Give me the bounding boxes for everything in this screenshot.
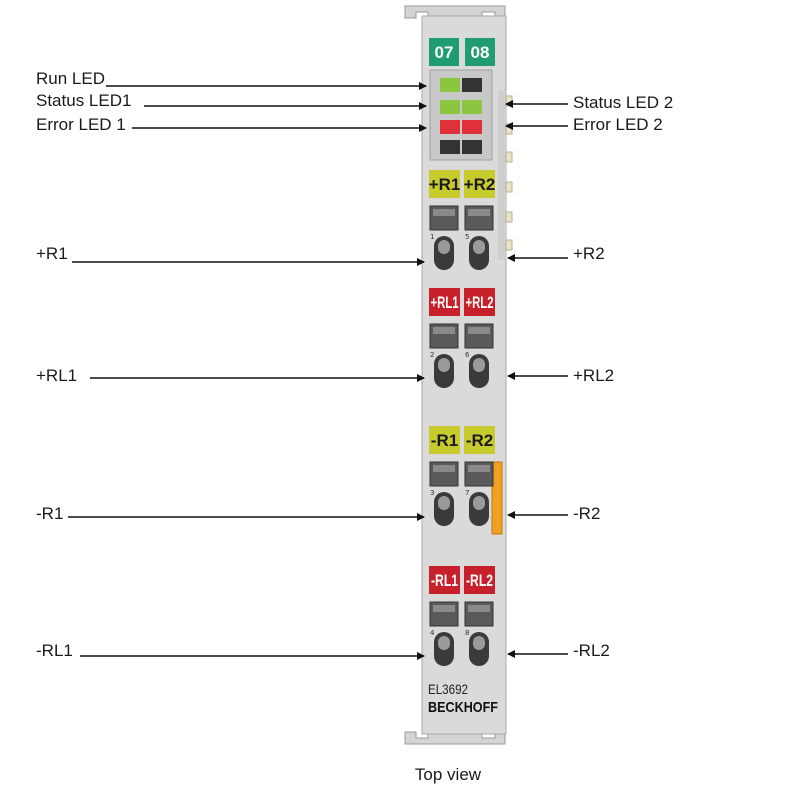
led-status-2 xyxy=(462,100,482,114)
led-run xyxy=(440,78,482,92)
channel-tag-08-text: 08 xyxy=(471,43,490,62)
model-text: EL3692 xyxy=(428,681,468,697)
contact-number: 4 xyxy=(430,629,435,637)
chip-minus-rl1-text: -RL1 xyxy=(431,571,458,590)
chip-plus-rl2-text: +RL2 xyxy=(466,293,494,312)
label-error-led1: Error LED 1 xyxy=(36,115,126,134)
chip-plus-r2-text: +R2 xyxy=(464,175,496,194)
label-minus-r1: -R1 xyxy=(36,504,63,523)
channel-tag-07-text: 07 xyxy=(435,43,454,62)
spring-contact-1[interactable]: 1 xyxy=(429,205,459,270)
side-contact-tabs xyxy=(505,95,513,251)
led-run-left xyxy=(440,78,460,92)
label-minus-r2: -R2 xyxy=(573,504,600,523)
channel-tag-08 xyxy=(465,38,495,66)
chip-plus-r2 xyxy=(464,170,495,198)
chip-plus-r1 xyxy=(429,170,460,198)
chip-row-minus-r: -R1 -R2 xyxy=(429,426,495,454)
brand-text: BECKHOFF xyxy=(428,699,498,716)
label-minus-rl2: -RL2 xyxy=(573,641,610,660)
contact-number: 5 xyxy=(465,233,469,241)
chip-minus-rl2 xyxy=(464,566,495,594)
label-minus-rl1: -RL1 xyxy=(36,641,73,660)
label-plus-r1: +R1 xyxy=(36,244,68,263)
label-status-led1: Status LED1 xyxy=(36,91,131,110)
contact-number: 8 xyxy=(465,629,469,637)
spring-contact-8[interactable]: 8 xyxy=(464,601,494,666)
label-error-led2: Error LED 2 xyxy=(573,115,663,134)
led-error-1 xyxy=(440,120,460,134)
orange-coding-strip xyxy=(491,461,503,535)
spring-contacts: 1 5 2 6 3 7 4 8 xyxy=(429,205,494,666)
chip-plus-r1-text: +R1 xyxy=(429,175,461,194)
chip-minus-rl1 xyxy=(429,566,460,594)
led-error-2 xyxy=(462,120,482,134)
contact-number: 7 xyxy=(465,489,469,497)
chip-minus-r1 xyxy=(429,426,460,454)
chip-plus-rl1 xyxy=(429,288,460,316)
chip-plus-rl2 xyxy=(464,288,495,316)
contact-number: 2 xyxy=(430,351,434,359)
spring-contact-5[interactable]: 5 xyxy=(464,205,494,270)
label-plus-rl1: +RL1 xyxy=(36,366,77,385)
channel-tag-07 xyxy=(429,38,459,66)
spring-contact-4[interactable]: 4 xyxy=(429,601,459,666)
spring-contact-6[interactable]: 6 xyxy=(464,323,494,388)
spring-contact-7[interactable]: 7 xyxy=(464,461,494,526)
leader-lines xyxy=(68,82,568,660)
led-status xyxy=(440,100,482,114)
contact-number: 3 xyxy=(430,489,434,497)
chip-row-minus-rl: -RL1 -RL2 xyxy=(429,566,495,594)
label-run-led: Run LED xyxy=(36,69,105,88)
label-status-led2: Status LED 2 xyxy=(573,93,673,112)
chip-minus-rl2-text: -RL2 xyxy=(466,571,493,590)
led-panel xyxy=(429,69,493,161)
housing-side-strip xyxy=(498,90,506,260)
label-plus-r2: +R2 xyxy=(573,244,605,263)
chip-minus-r2-text: -R2 xyxy=(466,431,493,450)
contact-number: 6 xyxy=(465,351,470,359)
chip-minus-r2 xyxy=(464,426,495,454)
label-plus-rl2: +RL2 xyxy=(573,366,614,385)
chip-row-plus-rl: +RL1 +RL2 xyxy=(429,288,495,316)
caption-top-view: Top view xyxy=(415,765,482,784)
led-error xyxy=(440,120,482,134)
chip-row-plus-r: +R1 +R2 xyxy=(429,170,496,198)
led-blank xyxy=(440,140,482,154)
spring-contact-2[interactable]: 2 xyxy=(429,323,459,388)
led-status-1 xyxy=(440,100,460,114)
chip-minus-r1-text: -R1 xyxy=(431,431,458,450)
chip-plus-rl1-text: +RL1 xyxy=(431,293,459,312)
contact-number: 1 xyxy=(430,233,434,241)
led-run-right xyxy=(462,78,482,92)
spring-contact-3[interactable]: 3 xyxy=(429,461,459,526)
